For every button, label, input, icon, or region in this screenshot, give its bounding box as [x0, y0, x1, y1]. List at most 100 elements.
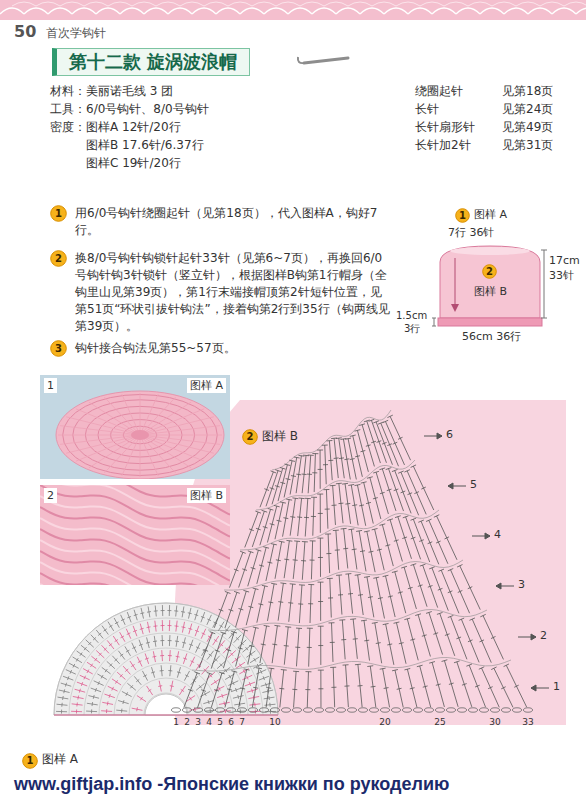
- step-text: 换8/0号钩针钩锁针起针33针（见第6~7页），再换回6/0号钩针钩3针锁针（竖…: [75, 250, 390, 335]
- scallop-pattern: [444, 2, 468, 6]
- double-crochet-symbol: [348, 529, 357, 570]
- stitch-symbol: [101, 709, 112, 713]
- double-crochet-symbol: [355, 484, 366, 525]
- table-cell: 长针加2针: [415, 139, 471, 153]
- double-crochet-symbol: [245, 511, 261, 547]
- scallop-pattern: [96, 8, 120, 14]
- double-crochet-symbol: [404, 668, 417, 707]
- crochet-hook: [298, 57, 348, 63]
- stitch-symbol: [142, 671, 147, 681]
- row-number: 5: [470, 479, 477, 492]
- stitch-texture: [140, 435, 176, 473]
- double-crochet-symbol: [239, 669, 250, 708]
- chain-stitch: [469, 708, 478, 712]
- label-slot: 密度：图样A 12针/20行: [50, 121, 181, 135]
- step-number: 1: [50, 205, 67, 222]
- scallop-pattern: [336, 8, 360, 14]
- double-crochet-symbol: [214, 591, 230, 627]
- gauge-note: 密度：图样A 12针/20行: [50, 121, 181, 135]
- label-slot: 17cm: [549, 255, 580, 268]
- label-slot: 7: [239, 717, 245, 727]
- stitch-symbol: [233, 695, 244, 699]
- running-head: 首次学钩针: [46, 25, 106, 42]
- row-ring: [54, 603, 278, 715]
- double-crochet-symbol: [327, 578, 333, 617]
- double-crochet-symbol: [401, 566, 416, 609]
- chain-stitch: [172, 708, 181, 712]
- stitch-texture: [122, 394, 140, 435]
- chain-stitch: [326, 708, 335, 712]
- chart-a-ground: [54, 603, 278, 715]
- stitch-symbol: [168, 620, 172, 631]
- callout-number: 1: [22, 753, 38, 769]
- double-crochet-symbol: [295, 628, 302, 666]
- double-crochet-symbol: [312, 454, 318, 493]
- hook-head: [298, 57, 304, 63]
- stitch-symbol: [160, 650, 164, 661]
- stitch-symbol: [201, 629, 206, 639]
- label-slot: 33: [522, 717, 533, 727]
- stitch-symbol: [73, 657, 82, 663]
- scallop-pattern: [84, 2, 108, 6]
- label-slot: 图样 A: [474, 209, 507, 222]
- dimension: 7行 36针: [448, 227, 495, 240]
- stitch-symbol: [102, 645, 109, 653]
- gauge-note: 图样C 19针/20行: [86, 157, 181, 171]
- chain-stitch: [227, 708, 236, 712]
- double-crochet-symbol: [279, 670, 286, 708]
- chain-stitch: [271, 708, 280, 712]
- part-name: 图样 B: [474, 286, 507, 299]
- stitch-symbol: [147, 606, 151, 617]
- stitch-symbol: [132, 643, 137, 653]
- double-crochet-symbol: [411, 465, 434, 510]
- double-crochet-symbol: [290, 498, 298, 536]
- double-crochet-symbol: [257, 547, 269, 584]
- stitch-symbol: [218, 622, 224, 631]
- dimension-line: [544, 250, 545, 318]
- stitch-symbol: [235, 709, 246, 713]
- double-crochet-symbol: [364, 531, 375, 572]
- stitch-symbol: [96, 630, 103, 639]
- double-crochet-symbol: [392, 571, 406, 613]
- stitch-symbol: [71, 709, 82, 713]
- stitch-symbol: [175, 621, 179, 632]
- stitch-symbol: [147, 622, 151, 633]
- stitch-symbol: [137, 696, 146, 702]
- label-slot: 1: [553, 681, 560, 694]
- double-crochet-symbol: [248, 549, 262, 586]
- chart-name: 图样 A: [42, 753, 78, 767]
- arrow-head: [531, 685, 536, 691]
- step-number: 3: [50, 340, 67, 357]
- scallop-pattern: [300, 2, 324, 6]
- row-line: [208, 610, 487, 631]
- photo-number: 2: [44, 488, 57, 503]
- double-crochet-symbol: [448, 615, 467, 659]
- stitch-symbol: [153, 621, 157, 632]
- gauge-note: 图样B 17.6针/6.37行: [86, 139, 204, 153]
- scallop-pattern: [60, 2, 84, 6]
- stitch-symbol: [130, 661, 136, 670]
- label-slot: 2: [540, 630, 547, 643]
- double-crochet-symbol: [239, 551, 254, 588]
- double-crochet-symbol: [301, 542, 308, 580]
- double-crochet-symbol: [459, 618, 480, 662]
- circled-number: 2: [486, 267, 493, 277]
- double-crochet-symbol: [211, 672, 225, 708]
- double-crochet-symbol: [307, 455, 314, 493]
- scallop-pattern: [228, 2, 252, 6]
- chain-stitch: [315, 708, 324, 712]
- stitch-symbol: [126, 629, 131, 639]
- double-crochet-symbol: [387, 415, 410, 460]
- callout-number: 1: [455, 208, 470, 223]
- double-crochet-symbol: [442, 660, 459, 707]
- stitch-symbol: [140, 608, 144, 619]
- double-crochet-symbol: [373, 577, 384, 618]
- double-crochet-symbol: [350, 619, 358, 659]
- dimension-tick: [541, 250, 547, 251]
- stitch-symbol: [120, 632, 125, 642]
- stitch-symbol: [145, 653, 149, 663]
- scallop-pattern: [276, 2, 300, 6]
- photo-caption: 图样 A: [187, 378, 226, 393]
- chain-stitch: [403, 708, 412, 712]
- stitch-symbol: [179, 686, 185, 695]
